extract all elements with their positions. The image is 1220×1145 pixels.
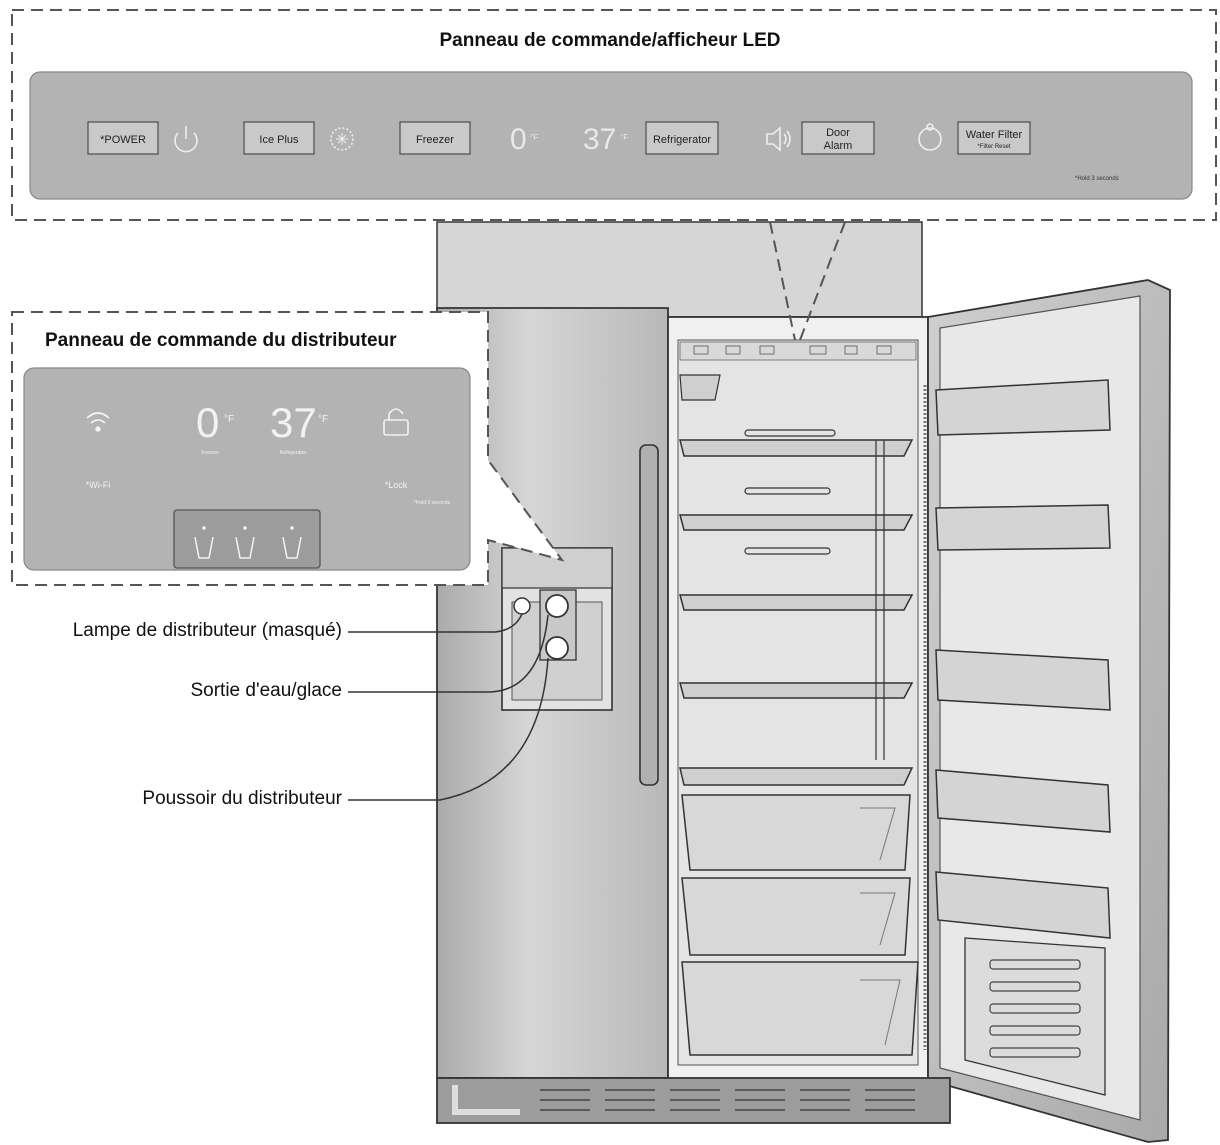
fridge-shelves bbox=[679, 439, 914, 786]
led-freezer-digit: 0 bbox=[510, 123, 527, 156]
lock-icon bbox=[383, 408, 409, 436]
water-icon bbox=[235, 536, 255, 559]
door-bins bbox=[935, 379, 1111, 939]
speaker-icon bbox=[766, 126, 781, 152]
cubed-ice-icon bbox=[282, 536, 302, 559]
callout-dispenser-lamp: Lampe de distributeur (masqué) bbox=[72, 620, 342, 641]
water-filter-label-1: Water Filter bbox=[966, 129, 1023, 141]
power-icon bbox=[174, 132, 198, 153]
refrigerator-label: Refrigerator bbox=[653, 134, 711, 146]
lock-note: *Hold 3 seconds bbox=[414, 500, 451, 506]
lock-label: *Lock bbox=[385, 480, 408, 490]
door-alarm-button[interactable] bbox=[801, 121, 875, 155]
freezer-label: Freezer bbox=[416, 134, 454, 146]
led-fridge-unit: °F bbox=[620, 133, 628, 142]
snowflake-icon bbox=[330, 127, 354, 151]
dispenser-panel-face bbox=[23, 367, 471, 571]
wifi-icon bbox=[86, 412, 110, 432]
disp-fridge-unit: °F bbox=[318, 414, 328, 425]
refrigerator-button[interactable] bbox=[645, 121, 719, 155]
disp-fridge-digits: 37 bbox=[270, 399, 317, 446]
disp-freezer-digit: 0 bbox=[196, 399, 219, 446]
mini-control-strip bbox=[679, 341, 917, 361]
base-grille bbox=[436, 1077, 951, 1124]
ice-plus-label: Ice Plus bbox=[259, 134, 299, 146]
disp-freezer-label: Freezer bbox=[201, 450, 219, 456]
door-alarm-label-2: Alarm bbox=[824, 140, 853, 152]
dispenser-lamp-marker bbox=[513, 597, 531, 615]
ice-plus-button[interactable] bbox=[243, 121, 315, 155]
leader-lines bbox=[348, 613, 549, 801]
wifi-label: *Wi-Fi bbox=[86, 480, 111, 490]
callout-water-ice-outlet: Sortie d'eau/glace bbox=[190, 680, 342, 701]
disp-freezer-unit: °F bbox=[224, 414, 234, 425]
power-label: *POWER bbox=[100, 134, 146, 146]
freezer-button[interactable] bbox=[399, 121, 471, 155]
cabinet-top bbox=[436, 221, 923, 318]
led-freezer-unit: °F bbox=[530, 133, 538, 142]
led-panel-title: Panneau de commande/afficheur LED bbox=[439, 30, 781, 51]
power-button[interactable] bbox=[87, 121, 159, 155]
dispenser-panel-title: Panneau de commande du distributeur bbox=[45, 330, 397, 351]
door-alarm-label-1: Door bbox=[826, 127, 850, 139]
led-fridge-digits: 37 bbox=[583, 123, 616, 156]
crisper-drawers bbox=[681, 794, 919, 1056]
disp-fridge-label: Refrigerator bbox=[280, 450, 307, 456]
water-filter-label-2: *Filter Reset bbox=[977, 144, 1010, 150]
outlet-marker bbox=[545, 594, 569, 618]
led-panel-face bbox=[29, 71, 1193, 200]
filter-icon bbox=[918, 127, 942, 151]
crushed-ice-icon bbox=[194, 536, 214, 559]
door-handle bbox=[639, 444, 659, 786]
led-hold-note: *Hold 3 seconds bbox=[1075, 176, 1119, 182]
callout-dispenser-pusher: Poussoir du distributeur bbox=[142, 788, 342, 809]
water-filter-button[interactable] bbox=[957, 121, 1031, 155]
pusher-marker bbox=[545, 636, 569, 660]
